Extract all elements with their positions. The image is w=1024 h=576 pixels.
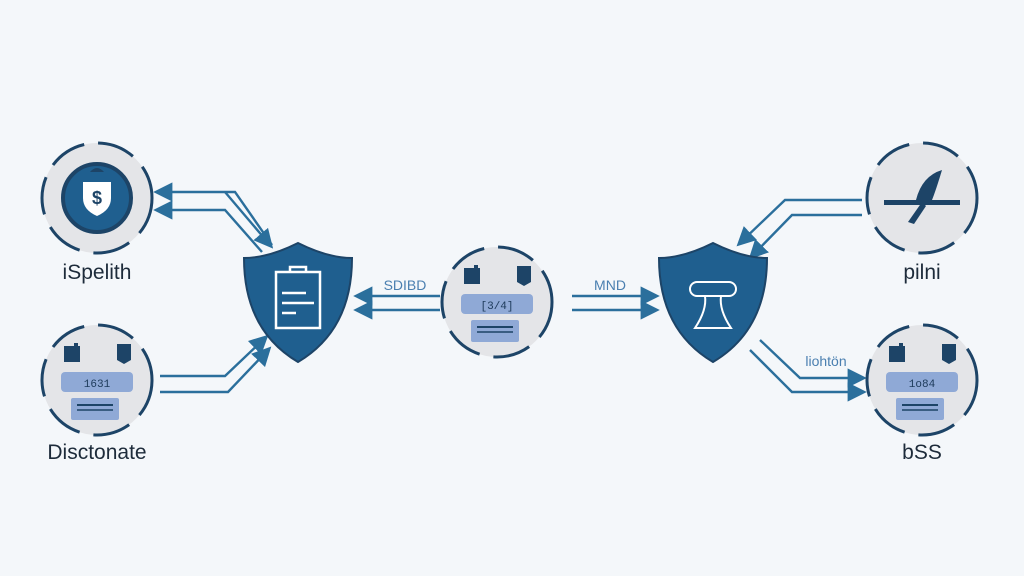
node-value: 1o84: [909, 379, 936, 391]
connectors: [153, 182, 867, 402]
node-label: pilni: [903, 261, 940, 284]
node-right-top[interactable]: [865, 141, 979, 255]
node-value: 1631: [84, 379, 111, 391]
node-center[interactable]: [3/4]: [440, 245, 554, 359]
node-label: bSS: [902, 441, 942, 464]
node-left-bottom[interactable]: 1631: [40, 323, 154, 437]
node-label: iSpelith: [63, 261, 132, 284]
flow-label: MND: [594, 277, 626, 293]
flow-label: SDIBD: [384, 277, 427, 293]
shield-right[interactable]: [657, 241, 769, 364]
node-right-bottom[interactable]: 1o84: [865, 323, 979, 437]
shield-left[interactable]: [242, 241, 354, 364]
dollar-shield-icon: $: [83, 168, 111, 216]
flow-label: liohtön: [805, 353, 846, 369]
node-left-top[interactable]: $: [40, 141, 154, 255]
node-value: [3/4]: [480, 301, 513, 313]
node-label: Disctonate: [47, 441, 146, 464]
svg-text:$: $: [92, 188, 102, 208]
chalice-icon: [689, 281, 737, 329]
bird-icon: [884, 170, 960, 224]
clipboard-icon: [274, 265, 322, 330]
